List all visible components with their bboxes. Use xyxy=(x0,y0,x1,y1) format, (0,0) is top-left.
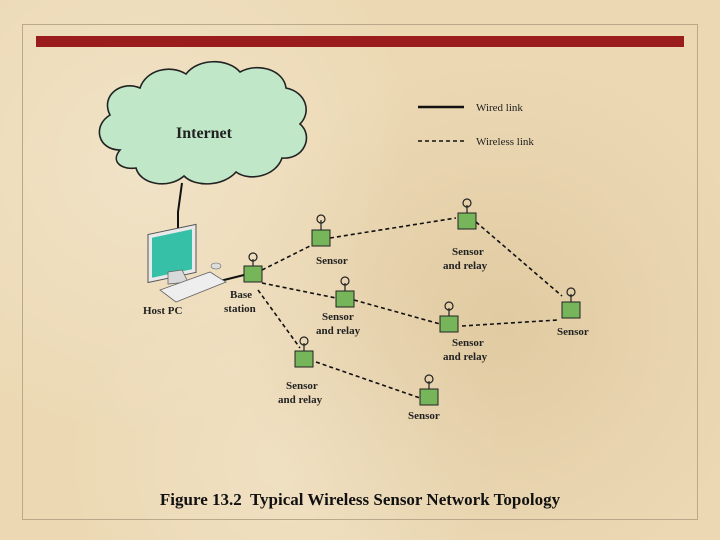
base-station-box xyxy=(243,265,263,283)
antenna-icon xyxy=(340,276,350,286)
internet-cloud: Internet xyxy=(98,61,308,185)
wireless-link-n1-n3 xyxy=(329,217,457,239)
wireless-link-base-n1 xyxy=(261,244,313,271)
node-label-line2: and relay xyxy=(278,394,323,406)
node-label-line1: Sensor xyxy=(286,380,318,392)
wireless-link-base-n2 xyxy=(261,282,337,299)
cloud-shape xyxy=(98,61,308,185)
node-label-line1: Sensor xyxy=(452,337,484,349)
node-label-line1: Sensor xyxy=(557,326,589,338)
base-station-label-2: station xyxy=(224,303,256,315)
host-pc-label: Host PC xyxy=(143,305,182,317)
sensor-box xyxy=(561,301,581,319)
antenna-icon xyxy=(424,374,434,384)
wireless-link-legend-label: Wireless link xyxy=(476,136,534,148)
wired-link-legend-label: Wired link xyxy=(476,102,523,114)
host-pc: Host PC xyxy=(143,223,227,317)
sensor-node-n3: Sensor and relay xyxy=(443,198,488,272)
wireless-link-n6-n7 xyxy=(315,361,421,399)
node-label-line1: Sensor xyxy=(316,255,348,267)
antenna-icon xyxy=(444,301,454,311)
base-station-label-1: Base xyxy=(230,289,252,301)
sensor-node-n4: Sensor and relay xyxy=(439,301,488,363)
slide-frame xyxy=(22,24,698,520)
title-accent-bar xyxy=(36,36,684,47)
antenna-icon xyxy=(566,287,576,297)
mouse xyxy=(210,262,222,270)
legend: Wired link Wireless link xyxy=(418,102,534,148)
wireless-link-n2-n4 xyxy=(353,299,441,325)
node-label-line2: and relay xyxy=(443,351,488,363)
antenna-icon xyxy=(316,214,326,224)
sensor-box xyxy=(457,212,477,230)
sensor-box xyxy=(439,315,459,333)
wireless-link-base-n6 xyxy=(257,289,301,349)
sensor-box xyxy=(294,350,314,368)
antenna-icon xyxy=(248,252,258,262)
base-station-node: Base station xyxy=(224,252,263,315)
sensor-box xyxy=(311,229,331,247)
node-label-line2: and relay xyxy=(443,260,488,272)
sensor-box xyxy=(419,388,439,406)
sensor-box xyxy=(335,290,355,308)
wireless-links xyxy=(257,217,563,399)
wireless-link-n4-n5 xyxy=(461,319,559,327)
sensor-node-n5: Sensor xyxy=(557,287,589,338)
node-label-line1: Sensor xyxy=(408,410,440,422)
wireless-link-n3-n5 xyxy=(475,221,563,297)
keyboard xyxy=(159,271,227,303)
figure-caption: Figure 13.2 Typical Wireless Sensor Netw… xyxy=(159,490,561,509)
node-label-line1: Sensor xyxy=(452,246,484,258)
sensor-node-n1: Sensor xyxy=(311,214,348,267)
sensor-node-n6: Sensor and relay xyxy=(278,336,323,406)
node-label-line2: and relay xyxy=(316,325,361,337)
internet-label: Internet xyxy=(176,125,233,142)
antenna-icon xyxy=(299,336,309,346)
node-label-line1: Sensor xyxy=(322,311,354,323)
sensor-node-n2: Sensor and relay xyxy=(316,276,361,337)
wired-link-cloud-to-host xyxy=(177,182,183,228)
monitor-screen xyxy=(152,229,192,278)
sensor-node-n7: Sensor xyxy=(408,374,440,422)
antenna-icon xyxy=(462,198,472,208)
